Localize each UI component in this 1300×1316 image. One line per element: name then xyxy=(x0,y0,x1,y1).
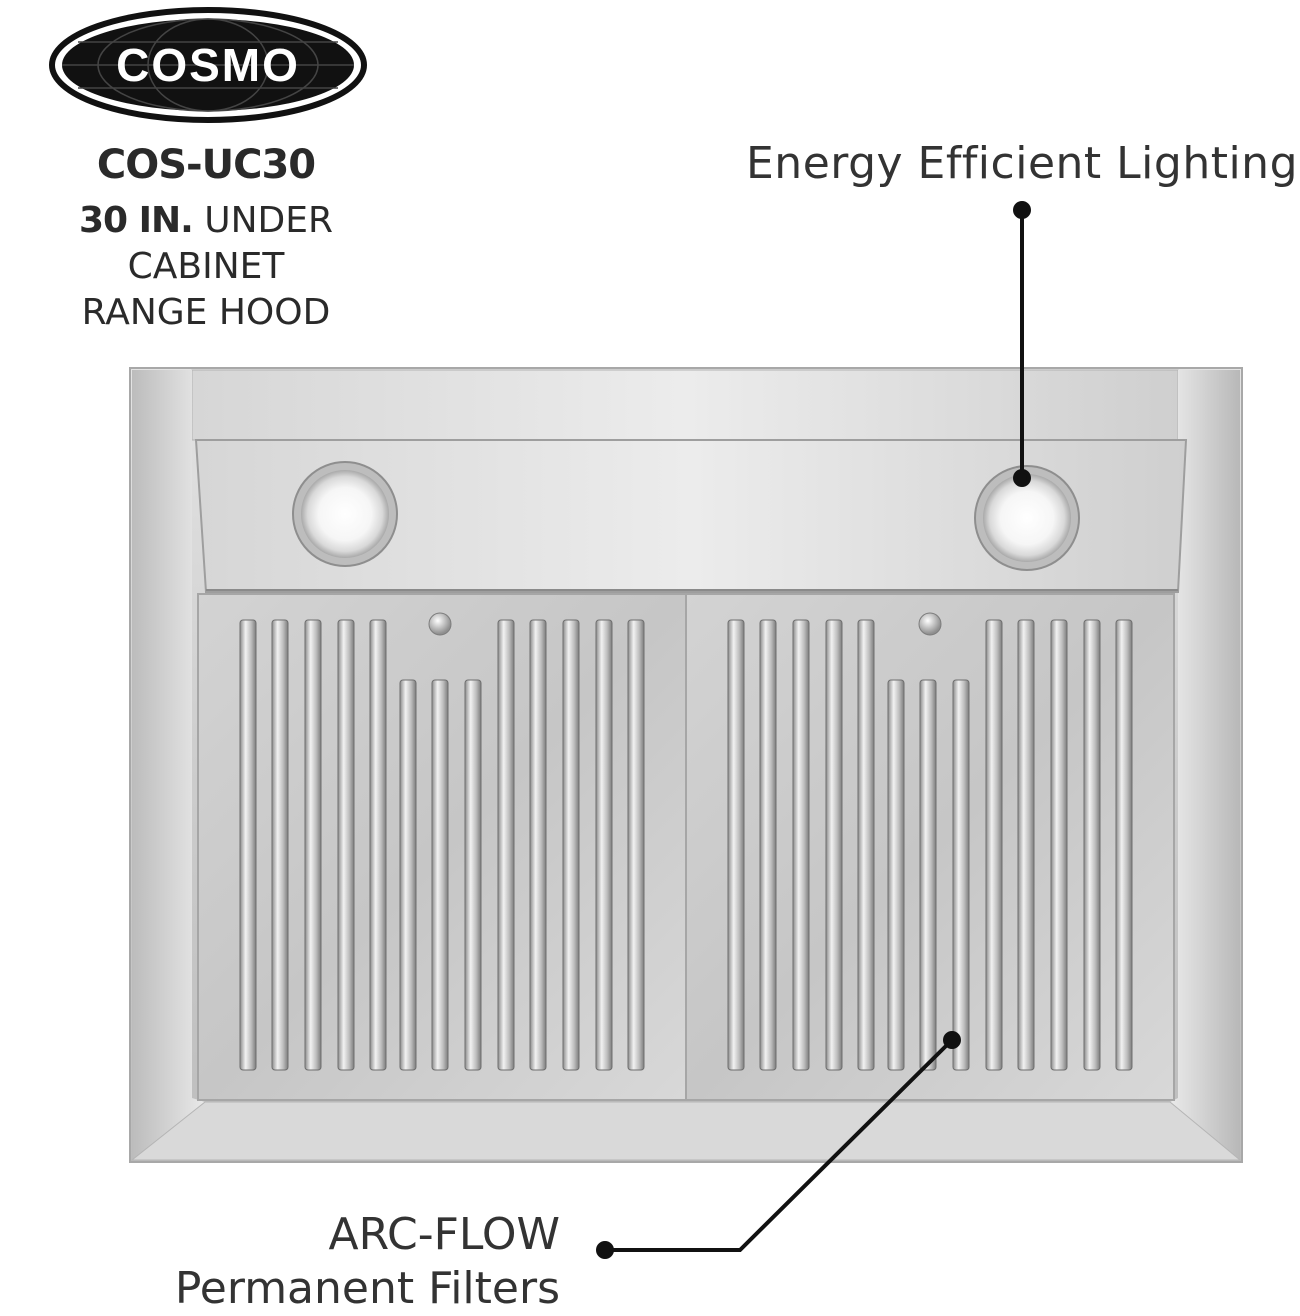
filter-slat xyxy=(919,679,937,1071)
filter-slat xyxy=(627,619,645,1071)
lighting-leader xyxy=(1013,201,1031,487)
filter-slat xyxy=(464,679,482,1071)
light-bar xyxy=(194,439,1188,593)
filters-callout: ARC-FLOW Permanent Filters xyxy=(150,1208,560,1316)
size-label: 30 IN. xyxy=(78,200,194,241)
filter-slat xyxy=(595,619,613,1071)
model-code: COS-UC30 xyxy=(96,142,316,188)
product-description: 30 IN. UNDER CABINET RANGE HOOD xyxy=(0,198,412,336)
hood-right-side xyxy=(1170,370,1240,1160)
filter-slat xyxy=(759,619,777,1071)
filter-slat xyxy=(497,619,515,1071)
filter-slat xyxy=(825,619,843,1071)
left-light xyxy=(292,461,398,567)
filter-slat xyxy=(399,679,417,1071)
hood-bottom-lip xyxy=(130,1101,1242,1161)
filter-slat xyxy=(239,619,257,1071)
filter-slat xyxy=(529,619,547,1071)
filter-slat xyxy=(727,619,745,1071)
filter-slat xyxy=(431,679,449,1071)
filter-slat xyxy=(562,619,580,1071)
filters-leader xyxy=(596,1031,961,1259)
type-line-2: RANGE HOOD xyxy=(81,292,331,333)
logo-text: COSMO xyxy=(116,39,300,91)
type-line-1: UNDER CABINET xyxy=(127,200,334,287)
filters-callout-line-1: ARC-FLOW xyxy=(328,1209,560,1260)
right-filter-knob xyxy=(918,612,942,636)
filters-callout-line-2: Permanent Filters xyxy=(174,1263,560,1314)
right-light xyxy=(974,465,1080,571)
filter-slat xyxy=(1115,619,1133,1071)
left-filter-knob xyxy=(428,612,452,636)
filter-slat xyxy=(1050,619,1068,1071)
filter-slat xyxy=(1083,619,1101,1071)
filter-slat xyxy=(985,619,1003,1071)
lighting-callout: Energy Efficient Lighting xyxy=(746,138,1298,189)
filter-slat xyxy=(304,619,322,1071)
filter-slat xyxy=(887,679,905,1071)
filter-slat xyxy=(369,619,387,1071)
filter-slat xyxy=(271,619,289,1071)
filter-slat xyxy=(1017,619,1035,1071)
hood-left-side xyxy=(132,370,205,1160)
filter-slat xyxy=(337,619,355,1071)
left-filter-slats xyxy=(239,619,645,1071)
cosmo-logo: COSMO xyxy=(49,7,367,123)
hood-top-rim xyxy=(191,369,1179,441)
filter-slat xyxy=(857,619,875,1071)
right-filter-slats xyxy=(727,619,1133,1071)
product-info: COS-UC30 30 IN. UNDER CABINET RANGE HOOD xyxy=(0,140,412,336)
filter-slat xyxy=(952,679,970,1071)
filter-slat xyxy=(792,619,810,1071)
